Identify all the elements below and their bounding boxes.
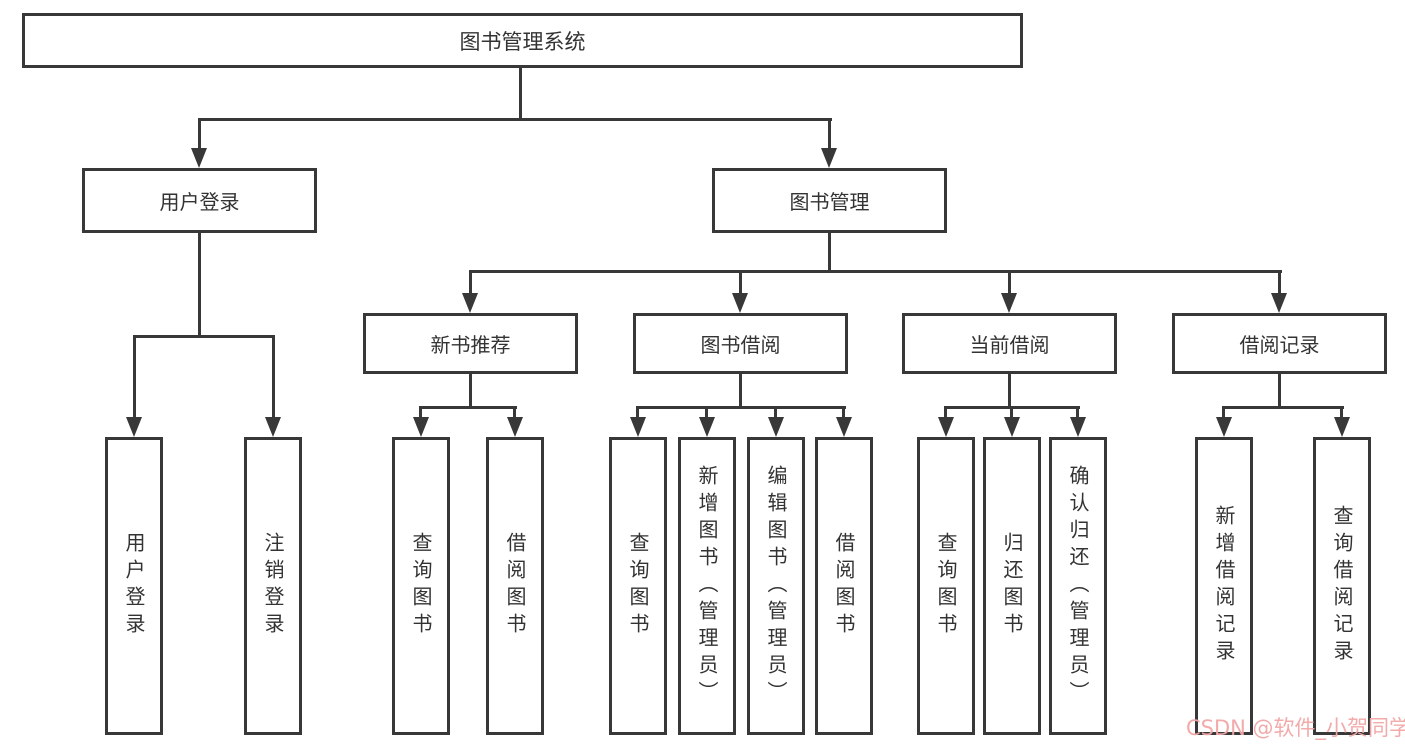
connector-bookmgmt-vline bbox=[828, 233, 831, 273]
node-label: 当前借阅 bbox=[969, 333, 1050, 357]
arrowhead-down bbox=[1334, 417, 1350, 437]
connector-stub-leaf-logout bbox=[272, 335, 275, 419]
arrowhead-down bbox=[507, 417, 523, 437]
arrowhead-down-current-borrowing bbox=[1001, 293, 1017, 313]
node-borrowing-records: 借阅记录 bbox=[1172, 313, 1387, 374]
leaf-query-borrow-record: 查询借阅记录 bbox=[1313, 437, 1371, 735]
leaf-logout: 注销登录 bbox=[244, 437, 302, 735]
node-user-login: 用户登录 bbox=[82, 168, 317, 233]
node-new-book-recommend: 新书推荐 bbox=[363, 313, 578, 374]
node-label: 编辑图书（管理员） bbox=[764, 464, 788, 708]
node-label: 查询借阅记录 bbox=[1330, 505, 1354, 667]
connector-bookborrow-vline bbox=[739, 374, 742, 408]
connector-userlogin-vline bbox=[198, 233, 201, 337]
arrowhead-down-user-login bbox=[191, 148, 207, 168]
connector-stub bbox=[774, 406, 777, 420]
watermark-csdn: CSDN @软件_小贺同学 bbox=[1186, 716, 1405, 740]
connector-stub-book-borrowing bbox=[739, 270, 742, 295]
node-label: 新增图书（管理员） bbox=[695, 464, 719, 708]
connector-stub bbox=[1010, 406, 1013, 420]
node-book-management: 图书管理 bbox=[712, 168, 947, 233]
arrowhead-down bbox=[630, 417, 646, 437]
leaf-edit-books-admin: 编辑图书（管理员） bbox=[747, 437, 805, 735]
leaf-add-borrow-record: 新增借阅记录 bbox=[1195, 437, 1253, 735]
connector-stub-current-borrowing bbox=[1008, 270, 1011, 295]
node-label: 图书管理系统 bbox=[459, 29, 586, 54]
connector-newbook-vline bbox=[469, 374, 472, 408]
leaf-return-books: 归还图书 bbox=[983, 437, 1041, 735]
connector-stub-borrowing-records bbox=[1278, 270, 1281, 295]
leaf-user-login: 用户登录 bbox=[105, 437, 163, 735]
arrowhead-down bbox=[1216, 417, 1232, 437]
connector-stub bbox=[705, 406, 708, 420]
node-label: 用户登录 bbox=[159, 190, 240, 214]
connector-stub bbox=[1076, 406, 1079, 420]
node-label: 确认归还（管理员） bbox=[1066, 464, 1090, 708]
node-label: 查询图书 bbox=[409, 532, 433, 640]
arrowhead-down bbox=[1004, 417, 1020, 437]
connector-currentborrow-vline bbox=[1008, 374, 1011, 408]
connector-borrowrecords-vline bbox=[1278, 374, 1281, 408]
connector-stub-book-management bbox=[828, 118, 831, 150]
arrowhead-down-new-book bbox=[462, 293, 478, 313]
leaf-borrow-books-2: 借阅图书 bbox=[815, 437, 873, 735]
arrowhead-down bbox=[768, 417, 784, 437]
node-label: 借阅图书 bbox=[832, 532, 856, 640]
leaf-query-books-2: 查询图书 bbox=[609, 437, 667, 735]
node-label: 图书借阅 bbox=[700, 333, 781, 357]
connector-stub bbox=[419, 406, 422, 420]
node-label: 查询图书 bbox=[626, 532, 650, 640]
leaf-query-books-1: 查询图书 bbox=[392, 437, 450, 735]
arrowhead-down bbox=[1070, 417, 1086, 437]
arrowhead-down bbox=[836, 417, 852, 437]
connector-bookmgmt-hline bbox=[469, 270, 1282, 273]
connector-stub bbox=[513, 406, 516, 420]
node-current-borrowing: 当前借阅 bbox=[902, 313, 1117, 374]
leaf-query-books-3: 查询图书 bbox=[917, 437, 975, 735]
node-label: 图书管理 bbox=[789, 190, 870, 214]
leaf-add-books-admin: 新增图书（管理员） bbox=[678, 437, 736, 735]
arrowhead-down-leaf-login bbox=[126, 417, 142, 437]
arrowhead-down bbox=[413, 417, 429, 437]
node-label: 借阅图书 bbox=[503, 532, 527, 640]
connector-stub bbox=[1340, 406, 1343, 420]
connector-borrowrecords-hline bbox=[1222, 406, 1344, 409]
arrowhead-down bbox=[699, 417, 715, 437]
node-label: 注销登录 bbox=[261, 532, 285, 640]
connector-stub bbox=[842, 406, 845, 420]
connector-userlogin-hline bbox=[133, 335, 275, 338]
leaf-confirm-return-admin: 确认归还（管理员） bbox=[1049, 437, 1107, 735]
arrowhead-down-leaf-logout bbox=[265, 417, 281, 437]
node-book-management-system: 图书管理系统 bbox=[22, 13, 1023, 68]
connector-newbook-hline bbox=[419, 406, 517, 409]
connector-stub-leaf-login bbox=[133, 335, 136, 419]
arrowhead-down-book-management bbox=[821, 148, 837, 168]
arrowhead-down bbox=[938, 417, 954, 437]
arrowhead-down-borrowing-records bbox=[1271, 293, 1287, 313]
node-label: 借阅记录 bbox=[1239, 333, 1320, 357]
node-label: 归还图书 bbox=[1000, 532, 1024, 640]
node-label: 新增借阅记录 bbox=[1212, 505, 1236, 667]
connector-stub-new-book bbox=[469, 270, 472, 295]
connector-stub bbox=[944, 406, 947, 420]
connector-stub-user-login bbox=[198, 118, 201, 150]
arrowhead-down-book-borrowing bbox=[732, 293, 748, 313]
node-label: 查询图书 bbox=[934, 532, 958, 640]
connector-root-vline bbox=[519, 68, 522, 121]
connector-stub bbox=[636, 406, 639, 420]
connector-bookborrow-hline bbox=[636, 406, 846, 409]
connector-root-hline bbox=[198, 118, 832, 121]
node-book-borrowing: 图书借阅 bbox=[633, 313, 848, 374]
connector-stub bbox=[1222, 406, 1225, 420]
node-label: 用户登录 bbox=[122, 532, 146, 640]
leaf-borrow-books-1: 借阅图书 bbox=[486, 437, 544, 735]
node-label: 新书推荐 bbox=[430, 333, 511, 357]
